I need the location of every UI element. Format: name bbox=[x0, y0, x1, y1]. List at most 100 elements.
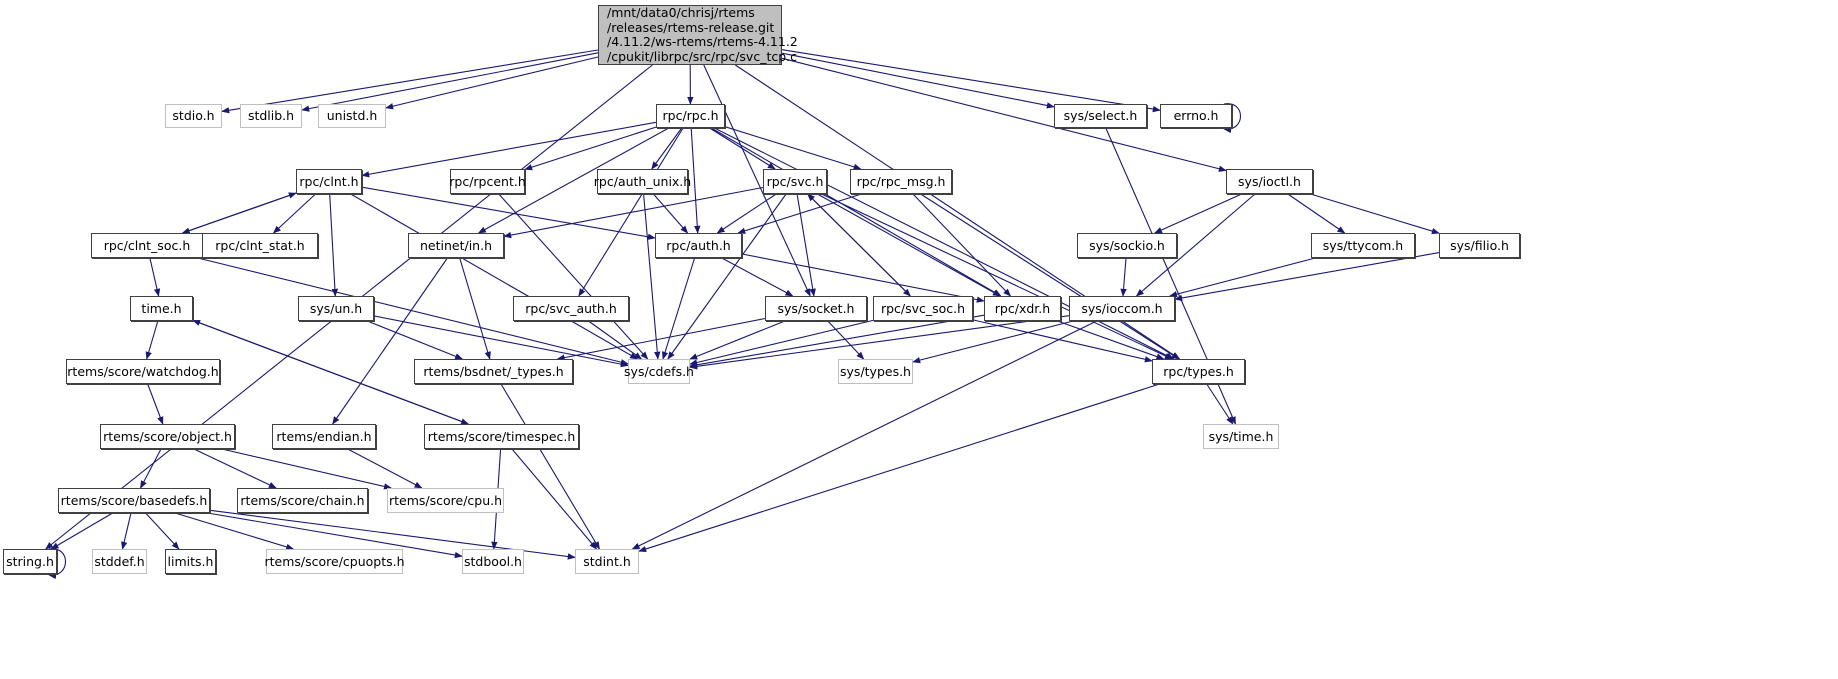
node-rtems-timespec[interactable]: rtems/score/timespec.h bbox=[424, 424, 579, 449]
node-sys-types: sys/types.h bbox=[838, 359, 913, 384]
node-rtems-basedefs[interactable]: rtems/score/basedefs.h bbox=[58, 488, 210, 513]
edge-rpc-svc-to-netinet-in bbox=[503, 186, 764, 239]
node-rpc-auth-unix[interactable]: rpc/auth_unix.h bbox=[594, 169, 691, 194]
edge-sys-ioccom-to-sys-cdefs bbox=[689, 315, 1070, 370]
edge-rpc-rpc-to-rpc-auth bbox=[690, 127, 701, 234]
edge-rpc-rpc-msg-to-rpc-types bbox=[920, 193, 1180, 360]
edge-rpc-svc-to-sys-socket bbox=[796, 193, 816, 297]
node-unistd: unistd.h bbox=[318, 104, 386, 128]
node-limits[interactable]: limits.h bbox=[165, 549, 216, 574]
edge-rpc-rpc-to-rpc-xdr bbox=[710, 127, 1002, 297]
edges-layer bbox=[45, 49, 1440, 580]
edge-netinet-in-to-rtems-bsdnet-types bbox=[459, 257, 491, 360]
node-errno[interactable]: errno.h bbox=[1160, 104, 1232, 128]
edge-rpc-auth-to-rpc-xdr bbox=[741, 253, 985, 303]
edge-svc-tcp-to-sys-socket bbox=[703, 64, 811, 297]
node-sys-filio[interactable]: sys/filio.h bbox=[1439, 233, 1520, 258]
node-sys-time: sys/time.h bbox=[1203, 424, 1279, 449]
root-path-line: /4.11.2/ws-rtems/rtems-4.11.2 bbox=[607, 34, 798, 49]
node-sys-ioctl[interactable]: sys/ioctl.h bbox=[1226, 169, 1313, 194]
root-file-node[interactable]: /mnt/data0/chrisj/rtems /releases/rtems-… bbox=[598, 5, 798, 65]
edge-rpc-svc-to-rpc-auth bbox=[716, 193, 777, 234]
node-rpc-svc-soc[interactable]: rpc/svc_soc.h bbox=[873, 296, 973, 321]
node-rpc-clnt-soc[interactable]: rpc/clnt_soc.h bbox=[91, 233, 203, 258]
edge-sys-socket-to-sys-cdefs bbox=[689, 320, 786, 360]
edge-rtems-object-to-rtems-chain bbox=[193, 448, 277, 489]
edge-rtems-basedefs-to-string bbox=[50, 512, 113, 550]
edge-rpc-svc-auth-to-sys-cdefs bbox=[588, 320, 643, 360]
node-netinet-in[interactable]: netinet/in.h bbox=[408, 233, 504, 258]
node-rpc-clnt-stat[interactable]: rpc/clnt_stat.h bbox=[202, 233, 318, 258]
edge-svc-tcp-to-sys-ioctl bbox=[781, 57, 1227, 172]
root-path-line: /cpukit/librpc/src/rpc/svc_tcp.c bbox=[607, 48, 798, 64]
root-path-line: /releases/rtems-release.git bbox=[607, 19, 775, 35]
edge-sys-un-to-rtems-bsdnet-types bbox=[367, 320, 464, 360]
node-sys-socket[interactable]: sys/socket.h bbox=[765, 296, 867, 321]
node-rpc-xdr[interactable]: rpc/xdr.h bbox=[984, 296, 1061, 321]
edge-sys-ioctl-to-sys-ttycom bbox=[1287, 193, 1346, 234]
edge-rtems-bsdnet-types-to-stdint bbox=[500, 383, 600, 550]
edge-rpc-svc-soc-to-rpc-svc bbox=[807, 193, 911, 297]
edge-sys-socket-to-rtems-bsdnet-types bbox=[556, 317, 766, 361]
edge-rpc-rpc-to-rpc-rpc-msg bbox=[724, 126, 862, 170]
edge-rpc-rpc-msg-to-rpc-xdr bbox=[912, 193, 1012, 297]
edge-rpc-clnt-to-rpc-auth bbox=[361, 186, 656, 240]
node-string[interactable]: string.h bbox=[3, 549, 57, 574]
node-rpc-rpc[interactable]: rpc/rpc.h bbox=[656, 104, 725, 128]
edge-rpc-clnt-to-sys-un bbox=[329, 193, 339, 297]
edge-time-to-rtems-watchdog bbox=[145, 320, 159, 360]
edge-sys-select-to-sys-time bbox=[1105, 127, 1237, 425]
node-rtems-object[interactable]: rtems/score/object.h bbox=[100, 424, 235, 449]
edge-errno-to-errno bbox=[1223, 103, 1241, 134]
edge-sys-socket-to-sys-types bbox=[827, 320, 865, 360]
node-rtems-chain[interactable]: rtems/score/chain.h bbox=[237, 488, 368, 513]
edge-sys-ioccom-to-stdint bbox=[631, 320, 1097, 550]
node-rpc-rpc-msg[interactable]: rpc/rpc_msg.h bbox=[850, 169, 952, 194]
edge-rpc-clnt-soc-to-time bbox=[149, 257, 161, 297]
node-rtems-bsdnet-types[interactable]: rtems/bsdnet/_types.h bbox=[414, 359, 573, 384]
edge-rpc-xdr-to-sys-cdefs bbox=[689, 314, 985, 369]
edge-sys-ttycom-to-sys-ioccom bbox=[1169, 257, 1316, 298]
edge-svc-tcp-to-errno bbox=[781, 49, 1161, 113]
edge-netinet-in-to-rtems-endian bbox=[332, 257, 448, 425]
edge-rtems-timespec-to-time bbox=[192, 319, 469, 425]
node-sys-un[interactable]: sys/un.h bbox=[298, 296, 374, 321]
node-sys-select[interactable]: sys/select.h bbox=[1054, 104, 1147, 128]
edge-sys-filio-to-sys-ioccom bbox=[1174, 252, 1440, 302]
node-rpc-rpcent[interactable]: rpc/rpcent.h bbox=[449, 169, 526, 194]
edge-rpc-xdr-to-rpc-types bbox=[1057, 320, 1165, 360]
node-sys-ioccom[interactable]: sys/ioccom.h bbox=[1069, 296, 1175, 321]
node-rpc-svc[interactable]: rpc/svc.h bbox=[763, 169, 827, 194]
node-sys-ttycom[interactable]: sys/ttycom.h bbox=[1311, 233, 1415, 258]
node-rpc-types[interactable]: rpc/types.h bbox=[1152, 359, 1245, 384]
node-stdbool: stdbool.h bbox=[462, 549, 524, 574]
edge-rtems-timespec-to-stdint bbox=[511, 448, 598, 550]
edge-sys-un-to-sys-cdefs bbox=[373, 315, 629, 368]
edge-rpc-auth-unix-to-sys-cdefs bbox=[643, 193, 661, 360]
node-rtems-endian[interactable]: rtems/endian.h bbox=[272, 424, 376, 449]
edge-rpc-rpcent-to-sys-cdefs bbox=[498, 193, 649, 360]
edge-rtems-watchdog-to-rtems-object bbox=[147, 383, 164, 425]
edge-rpc-rpc-to-rpc-rpcent bbox=[524, 126, 657, 171]
node-rtems-watchdog[interactable]: rtems/score/watchdog.h bbox=[66, 359, 220, 384]
edge-rpc-rpc-to-rpc-svc bbox=[709, 127, 776, 170]
edge-rpc-rpc-to-rpc-clnt bbox=[361, 121, 657, 178]
edge-rpc-rpc-msg-to-rpc-auth bbox=[737, 193, 862, 234]
edge-svc-tcp-to-unistd bbox=[385, 56, 599, 110]
node-stdlib: stdlib.h bbox=[240, 104, 302, 128]
node-rtems-cpu: rtems/score/cpu.h bbox=[387, 488, 504, 513]
edge-svc-tcp-to-stdlib bbox=[301, 52, 599, 112]
node-stdint: stdint.h bbox=[575, 549, 639, 574]
node-sys-sockio[interactable]: sys/sockio.h bbox=[1077, 233, 1177, 258]
node-rpc-clnt[interactable]: rpc/clnt.h bbox=[296, 169, 362, 194]
node-rtems-cpuopts: rtems/score/cpuopts.h bbox=[264, 549, 405, 574]
node-rpc-auth[interactable]: rpc/auth.h bbox=[655, 233, 742, 258]
node-time[interactable]: time.h bbox=[130, 296, 193, 321]
edge-sys-ioccom-to-sys-types bbox=[912, 320, 1074, 364]
edge-svc-tcp-to-sys-select bbox=[781, 52, 1055, 109]
root-path-line: /mnt/data0/chrisj/rtems bbox=[607, 5, 755, 20]
edge-rpc-auth-to-sys-cdefs bbox=[662, 257, 696, 360]
edge-rtems-basedefs-to-limits bbox=[145, 512, 180, 550]
node-rpc-svc-auth[interactable]: rpc/svc_auth.h bbox=[513, 296, 629, 321]
